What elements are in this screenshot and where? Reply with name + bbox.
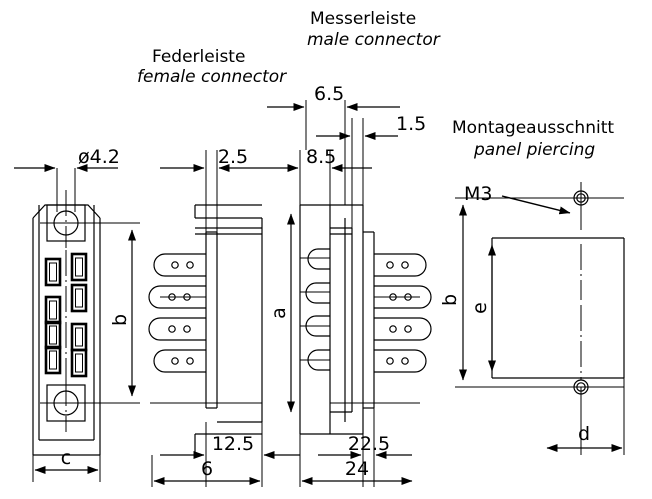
socket-aperture	[44, 257, 62, 287]
solder-tabs-right	[374, 253, 432, 373]
tab-outline	[153, 253, 206, 277]
tab-outline	[374, 253, 427, 277]
m3-leader-arrow	[501, 195, 571, 215]
solder-tab	[153, 253, 206, 277]
dim-6: 22.5	[348, 433, 390, 455]
tab-outline	[374, 317, 432, 341]
solder-tab	[374, 253, 427, 277]
section-view-group: 2.5 8.5 6.5 1.5 a 12.5	[148, 83, 432, 487]
socket-aperture	[44, 320, 62, 350]
socket-column-right	[70, 252, 88, 378]
dim-b-panel: b	[439, 294, 461, 306]
label-male-en: male connector	[307, 30, 441, 50]
tab-outline	[374, 285, 432, 309]
dim-b-front: b	[109, 314, 131, 326]
solder-tabs-left	[148, 253, 206, 373]
dim-1-5: 1.5	[396, 113, 426, 135]
socket-column-left	[44, 257, 62, 375]
dim-22-5: 6	[201, 458, 213, 480]
label-panel-de: Montageausschnitt	[452, 118, 614, 138]
socket-aperture	[44, 295, 62, 325]
male-pin	[305, 282, 330, 304]
dim-diameter-4-2: ø4.2	[78, 146, 120, 168]
dim-d-panel: d	[578, 423, 590, 445]
dim-6-5: 6.5	[314, 83, 344, 105]
dim-2-5: 2.5	[218, 146, 248, 168]
socket-aperture	[70, 252, 88, 282]
solder-tab	[374, 349, 427, 373]
label-female-de: Federleiste	[152, 47, 245, 67]
tab-outline	[374, 349, 427, 373]
male-pin	[307, 248, 330, 270]
label-female-en: female connector	[137, 67, 287, 87]
solder-tab	[148, 317, 206, 341]
male-pins	[300, 248, 330, 371]
solder-tab	[153, 349, 206, 373]
front-view-group: ø4.2 b c	[14, 146, 140, 482]
panel-piercing-group: M3 b e d	[439, 182, 625, 455]
socket-aperture	[44, 345, 62, 375]
dim-8-5: 8.5	[306, 146, 336, 168]
tab-outline	[153, 349, 206, 373]
thread-callout-m3: M3	[464, 183, 492, 205]
label-male-de: Messerleiste	[310, 9, 416, 29]
label-panel-en: panel piercing	[473, 140, 595, 160]
solder-tab	[374, 317, 432, 341]
dim-12-5: 12.5	[212, 433, 254, 455]
socket-aperture	[70, 283, 88, 313]
dim-24: 24	[345, 458, 369, 480]
solder-tab	[374, 285, 432, 309]
dim-e-panel: e	[469, 302, 491, 314]
socket-aperture	[70, 322, 88, 352]
dim-c-front: c	[61, 447, 71, 469]
tab-outline	[148, 285, 206, 309]
solder-tab	[148, 285, 206, 309]
tab-outline	[148, 317, 206, 341]
socket-aperture	[70, 348, 88, 378]
dim-a-section: a	[268, 307, 290, 319]
